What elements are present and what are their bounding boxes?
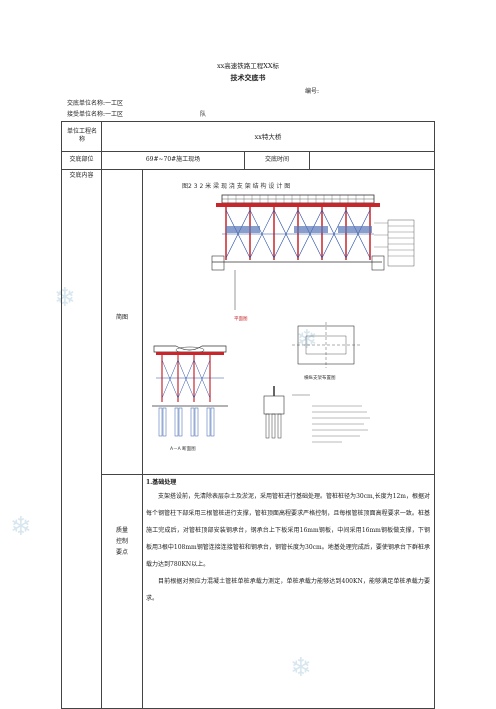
project-title: xx高速铁路工程XX标 — [216, 62, 280, 70]
snowflake-watermark-icon: ❄ — [290, 653, 312, 683]
plan-label: 平面图 — [234, 316, 248, 322]
time-label: 交底时间 — [264, 156, 289, 163]
section-label: A－A 断面图 — [170, 445, 196, 452]
section-heading: 1.基础处理 — [146, 479, 177, 486]
part-label: 交底部位 — [69, 156, 94, 163]
detail-top-label: 横纵支架布置图 — [304, 374, 336, 381]
disclosure-table: 单位工程名称 xx特大桥 交底部位 69#~70#施工现场 交底时间 交底内容 … — [61, 121, 435, 709]
snowflake-watermark-icon: ❄ — [10, 512, 32, 542]
snowflake-watermark-icon: ❄ — [54, 283, 76, 313]
detail-top-view: 横纵支架布置图 — [292, 322, 360, 381]
receiving-unit: 接受单位名称:一工区 — [67, 111, 124, 118]
number-label: 编号: — [305, 88, 320, 95]
cross-section-view: A－A 断面图 — [152, 345, 228, 452]
section-paragraph-2: 目前根据对预应力混凝土管桩单桩承载力测定，单桩承载力能够达到400KN，能够满足… — [146, 578, 430, 602]
project-name-value: xx特大桥 — [254, 133, 282, 141]
detail-pile-cap-view — [263, 386, 370, 443]
issuing-unit: 交底单位名称:一工区 — [67, 100, 124, 107]
quality-section: 1.基础处理 支架搭设前，先清除表层杂土及淤泥，采用管桩进行基础处理。管桩桩径为… — [146, 478, 430, 607]
doc-title: 技术交底书 — [230, 73, 266, 82]
drawing-title: 图2 3 2 米 梁 现 浇 支 架 结 构 设 计 图 — [182, 182, 290, 190]
section-paragraph-1: 支架搭设前，先清除表层杂土及淤泥，采用管桩进行基础处理。管桩桩径为30cm,长度… — [146, 493, 430, 568]
snowflake-watermark-icon: ❄ — [296, 325, 318, 355]
part-value: 69#~70#施工现场 — [145, 156, 201, 163]
project-name-label: 单位工程名称 — [66, 128, 97, 143]
content-label: 交底内容 — [69, 172, 94, 179]
team-label: 队 — [200, 111, 207, 118]
support-structure-drawing: 图2 3 2 米 梁 现 浇 支 架 结 构 设 计 图 — [152, 182, 415, 452]
diagram-label: 简图 — [115, 314, 128, 321]
elevation-view: 平面图 — [211, 194, 415, 322]
quality-label: 质量控制要点 — [115, 527, 128, 556]
